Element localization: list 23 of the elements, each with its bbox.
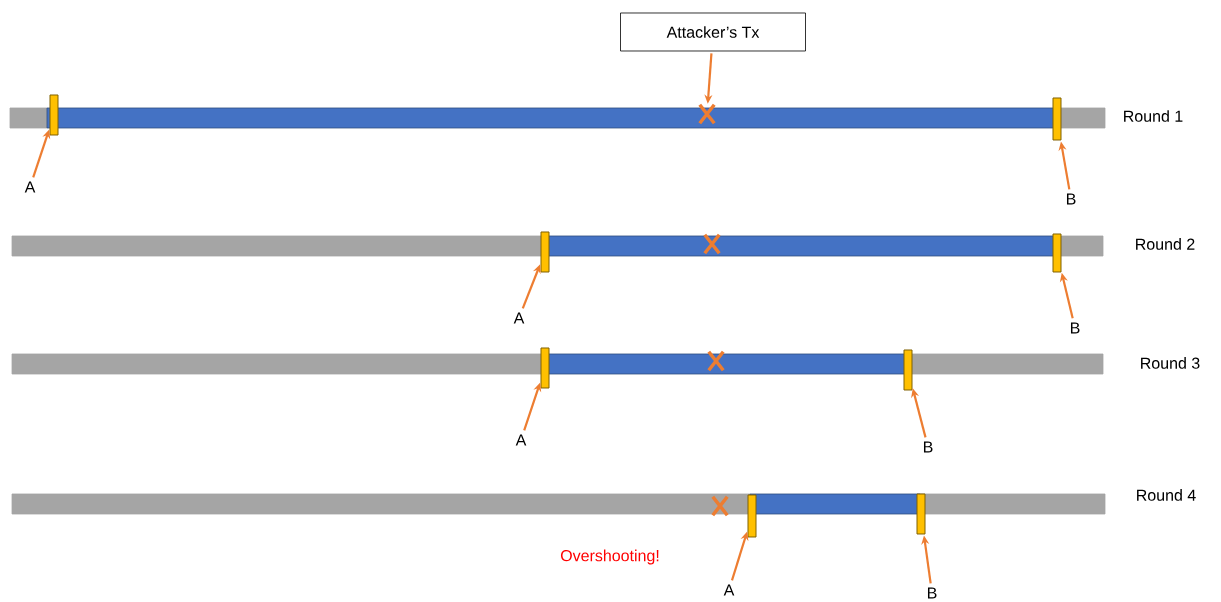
round-label: Round 2 [1136,238,1195,250]
marker-letter: A [515,434,527,446]
marker-letter: A [24,181,36,193]
callout-box: Attacker’s Tx [620,12,806,52]
position-marker [49,94,59,136]
marker-letter: B [928,587,937,599]
marker-letter: B [1071,322,1080,334]
position-marker [540,231,550,273]
position-marker [540,347,550,389]
round-label: Round 3 [1141,357,1200,369]
cross-mark [698,103,716,125]
position-marker [1052,97,1062,141]
marker-letter: A [513,312,525,324]
marker-letter: B [1067,193,1076,205]
position-marker [903,349,913,391]
round-label: Round 4 [1137,489,1196,501]
position-marker [747,494,757,538]
marker-letter: B [924,441,933,453]
position-marker [1052,233,1062,273]
round-label: Round 1 [1124,110,1183,122]
position-marker [916,493,926,535]
warning-text: Overshooting! [560,549,659,565]
marker-letter: A [723,584,735,596]
